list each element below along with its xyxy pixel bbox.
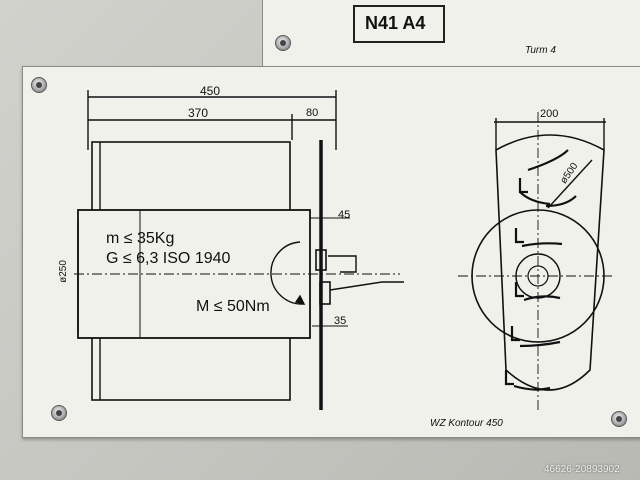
- dim-45: 45: [338, 209, 351, 221]
- screw-icon: [31, 77, 47, 93]
- spec-balance: G ≤ 6,3 ISO 1940: [106, 250, 231, 267]
- dim-450: 450: [200, 84, 221, 98]
- dim-80: 80: [306, 107, 319, 119]
- top-label-plate: N41 A4 Turm 4: [262, 0, 640, 68]
- watermark-id: 46626-20893902: [544, 464, 620, 475]
- torque-arc: [270, 241, 305, 305]
- dim-200: 200: [540, 108, 559, 120]
- code-label: N41 A4: [365, 13, 426, 33]
- turret-profile: [495, 134, 605, 391]
- dim-35: 35: [334, 315, 347, 327]
- dim-diameter-250: ø250: [57, 260, 69, 283]
- torque-arrow-icon: [294, 294, 306, 306]
- spindle-part: [328, 255, 357, 273]
- spec-torque: M ≤ 50Nm: [196, 298, 270, 315]
- spec-mass: m ≤ 35Kg: [106, 230, 175, 247]
- drawing-caption: WZ Kontour 450: [430, 418, 503, 429]
- screw-icon: [611, 411, 627, 427]
- dimension-leader-500: [547, 159, 593, 209]
- turret-front-bounds: [494, 140, 604, 410]
- tool-hooks: [504, 149, 577, 391]
- tool-tip: [329, 281, 404, 291]
- dim-370: 370: [188, 106, 209, 120]
- screw-icon: [275, 35, 291, 51]
- screw-icon: [51, 405, 67, 421]
- turret-note: Turm 4: [525, 45, 556, 56]
- code-box: [353, 5, 445, 43]
- spindle-part: [315, 249, 327, 271]
- spindle-part: [319, 281, 331, 305]
